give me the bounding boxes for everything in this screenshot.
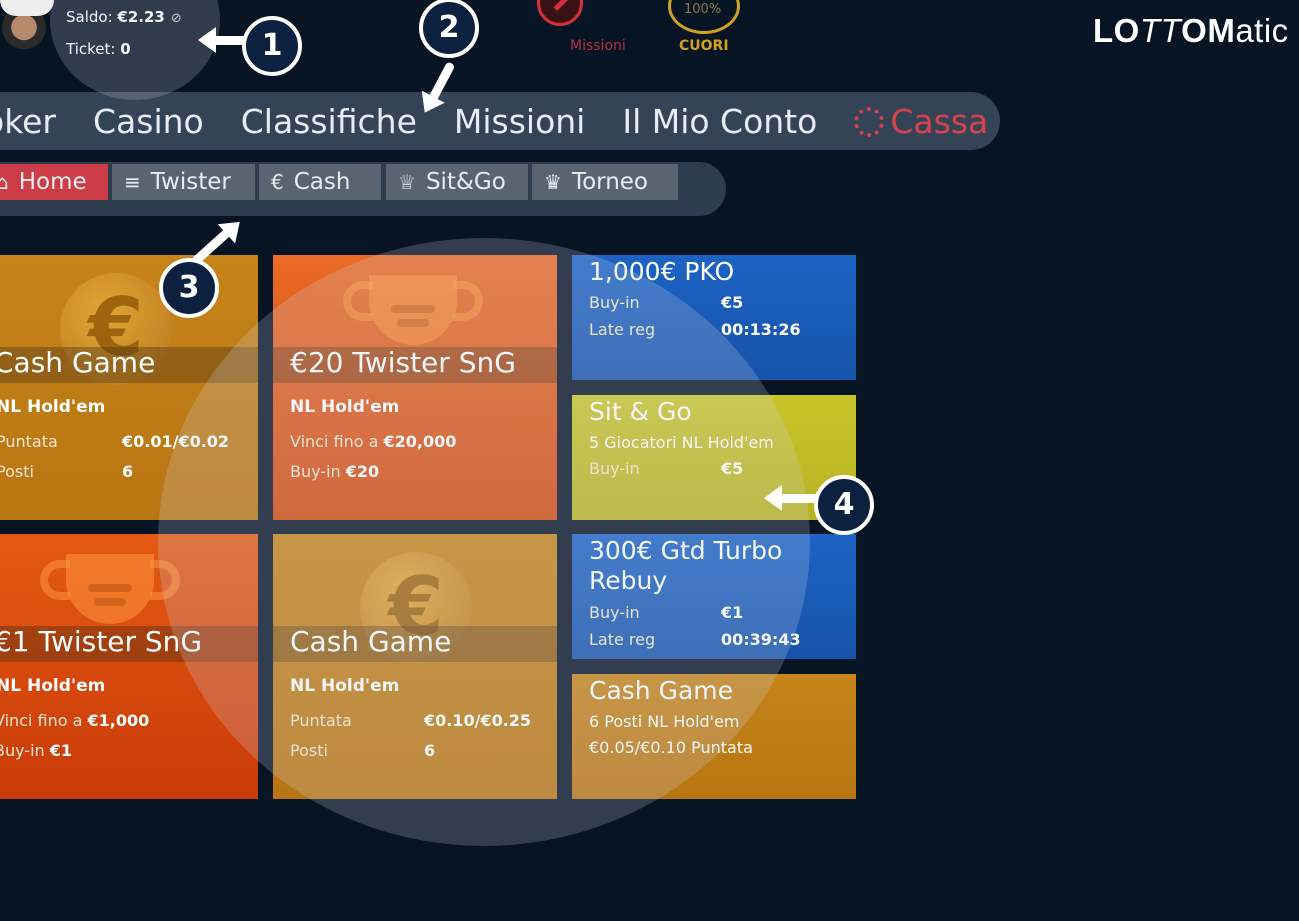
nav-poker[interactable]: oker [0,101,56,141]
nav-il-mio-conto[interactable]: Il Mio Conto [622,101,818,141]
ticket-count: Ticket: 0 [66,40,131,58]
tab-home[interactable]: ⌂Home [0,164,108,200]
nav-cassa[interactable]: Cassa [854,102,988,141]
hearts-percent: 100% [684,2,722,17]
arrow-4 [764,485,826,511]
tile-cash-game-2[interactable]: Cash Game NL Hold'em Puntata€0.10/€0.25 … [273,534,557,799]
tile-twister-1[interactable]: €1 Twister SnG NL Hold'em Vinci fino a €… [0,534,258,799]
tile-cash-game-3[interactable]: Cash Game 6 Posti NL Hold'em €0.05/€0.10… [572,674,856,799]
trophy-icon: ♕ [398,170,416,194]
avatar[interactable] [0,0,55,60]
nav-casino[interactable]: Casino [93,101,204,141]
marker-4: 4 [814,475,874,535]
missions-label[interactable]: Missioni [570,38,626,54]
trophy-icon [343,275,483,367]
lottomatica-logo: LOTTOMatic [1093,12,1289,49]
marker-3: 3 [159,258,219,318]
hide-balance-icon[interactable]: ⊘ [170,11,182,26]
tab-sitgo[interactable]: ♕Sit&Go [386,164,528,200]
euro-coin-icon: € [271,170,284,194]
sub-nav: ⌂Home ≡Twister €Cash ♕Sit&Go ♛Torneo [0,162,726,216]
tab-torneo[interactable]: ♛Torneo [532,164,678,200]
euro-coin-icon [360,552,472,664]
arrow-1 [198,27,264,53]
twister-icon: ≡ [124,170,141,194]
euro-coin-icon [60,273,172,385]
tile-cash-game-1[interactable]: Cash Game NL Hold'em Puntata€0.01/€0.02 … [0,255,258,520]
tab-cash[interactable]: €Cash [259,164,381,200]
missions-rocket-icon[interactable] [537,0,583,26]
main-nav: oker Casino Classifiche Missioni Il Mio … [0,92,1000,150]
home-icon: ⌂ [0,170,9,194]
cup-icon: ♛ [544,170,562,194]
tile-twister-20[interactable]: €20 Twister SnG NL Hold'em Vinci fino a … [273,255,557,520]
tab-twister[interactable]: ≡Twister [112,164,255,200]
hearts-label[interactable]: CUORI [679,38,729,54]
marker-2: 2 [419,0,479,58]
marker-1: 1 [242,16,302,76]
cashier-chip-icon [854,106,885,137]
balance: Saldo: €2.23⊘ [66,8,182,26]
trophy-icon [40,554,180,646]
nav-missioni[interactable]: Missioni [453,101,586,141]
nav-classifiche[interactable]: Classifiche [240,101,417,141]
